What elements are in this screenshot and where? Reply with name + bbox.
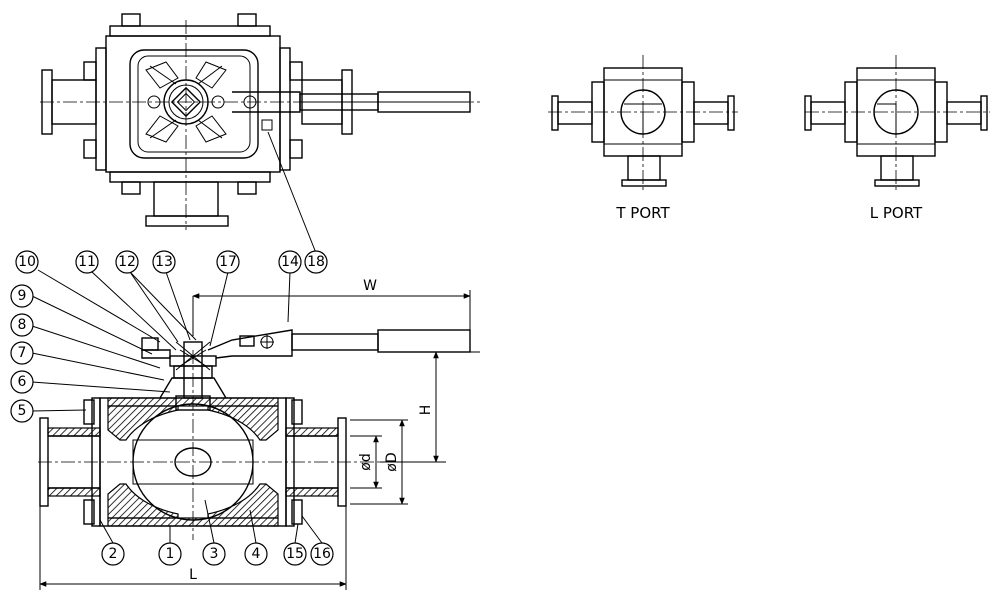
svg-text:7: 7 — [18, 345, 27, 361]
top-view — [40, 13, 480, 230]
dim-d-large-label: øD — [384, 452, 400, 471]
svg-text:3: 3 — [210, 546, 219, 562]
dim-d-small-label: ød — [358, 453, 374, 470]
svg-text:14: 14 — [281, 254, 299, 270]
callout-3: 3 — [202, 542, 226, 566]
dimensions: W H ød øD L — [39, 278, 480, 590]
callouts: 1 2 3 4 5 6 7 8 9 10 11 12 13 14 15 16 1… — [10, 250, 334, 566]
l-port-label: L PORT — [870, 204, 923, 222]
section-view — [38, 329, 471, 540]
svg-text:15: 15 — [286, 546, 304, 562]
svg-text:11: 11 — [78, 254, 96, 270]
callout-17: 17 — [216, 250, 240, 274]
svg-text:1: 1 — [166, 546, 175, 562]
svg-text:17: 17 — [219, 254, 237, 270]
svg-text:12: 12 — [118, 254, 136, 270]
callout-12: 12 — [115, 250, 139, 274]
t-port-label: T PORT — [615, 204, 670, 222]
callout-18: 18 — [304, 250, 328, 274]
callout-13: 13 — [152, 250, 176, 274]
dim-w-label: W — [363, 278, 377, 294]
dim-l-label: L — [189, 567, 197, 583]
callout-10: 10 — [15, 250, 39, 274]
callout-8: 8 — [10, 313, 34, 337]
callout-7: 7 — [10, 341, 34, 365]
callout-6: 6 — [10, 370, 34, 394]
callout-15: 15 — [283, 542, 307, 566]
svg-text:2: 2 — [109, 546, 118, 562]
svg-text:6: 6 — [18, 374, 27, 390]
svg-text:4: 4 — [252, 546, 261, 562]
callout-2: 2 — [101, 542, 125, 566]
leader-lines — [31, 131, 323, 544]
callout-1: 1 — [158, 542, 182, 566]
svg-text:5: 5 — [18, 403, 27, 419]
svg-text:8: 8 — [18, 317, 27, 333]
callout-14: 14 — [278, 250, 302, 274]
dim-h-label: H — [418, 405, 434, 416]
callout-4: 4 — [244, 542, 268, 566]
callout-9: 9 — [10, 284, 34, 308]
svg-text:18: 18 — [307, 254, 325, 270]
callout-11: 11 — [75, 250, 99, 274]
callout-16: 16 — [310, 542, 334, 566]
svg-text:16: 16 — [313, 546, 331, 562]
t-port-view: T PORT — [548, 55, 738, 222]
svg-text:9: 9 — [18, 288, 27, 304]
svg-text:10: 10 — [18, 254, 36, 270]
l-port-view: L PORT — [804, 55, 990, 222]
callout-5: 5 — [10, 399, 34, 423]
svg-text:13: 13 — [155, 254, 173, 270]
